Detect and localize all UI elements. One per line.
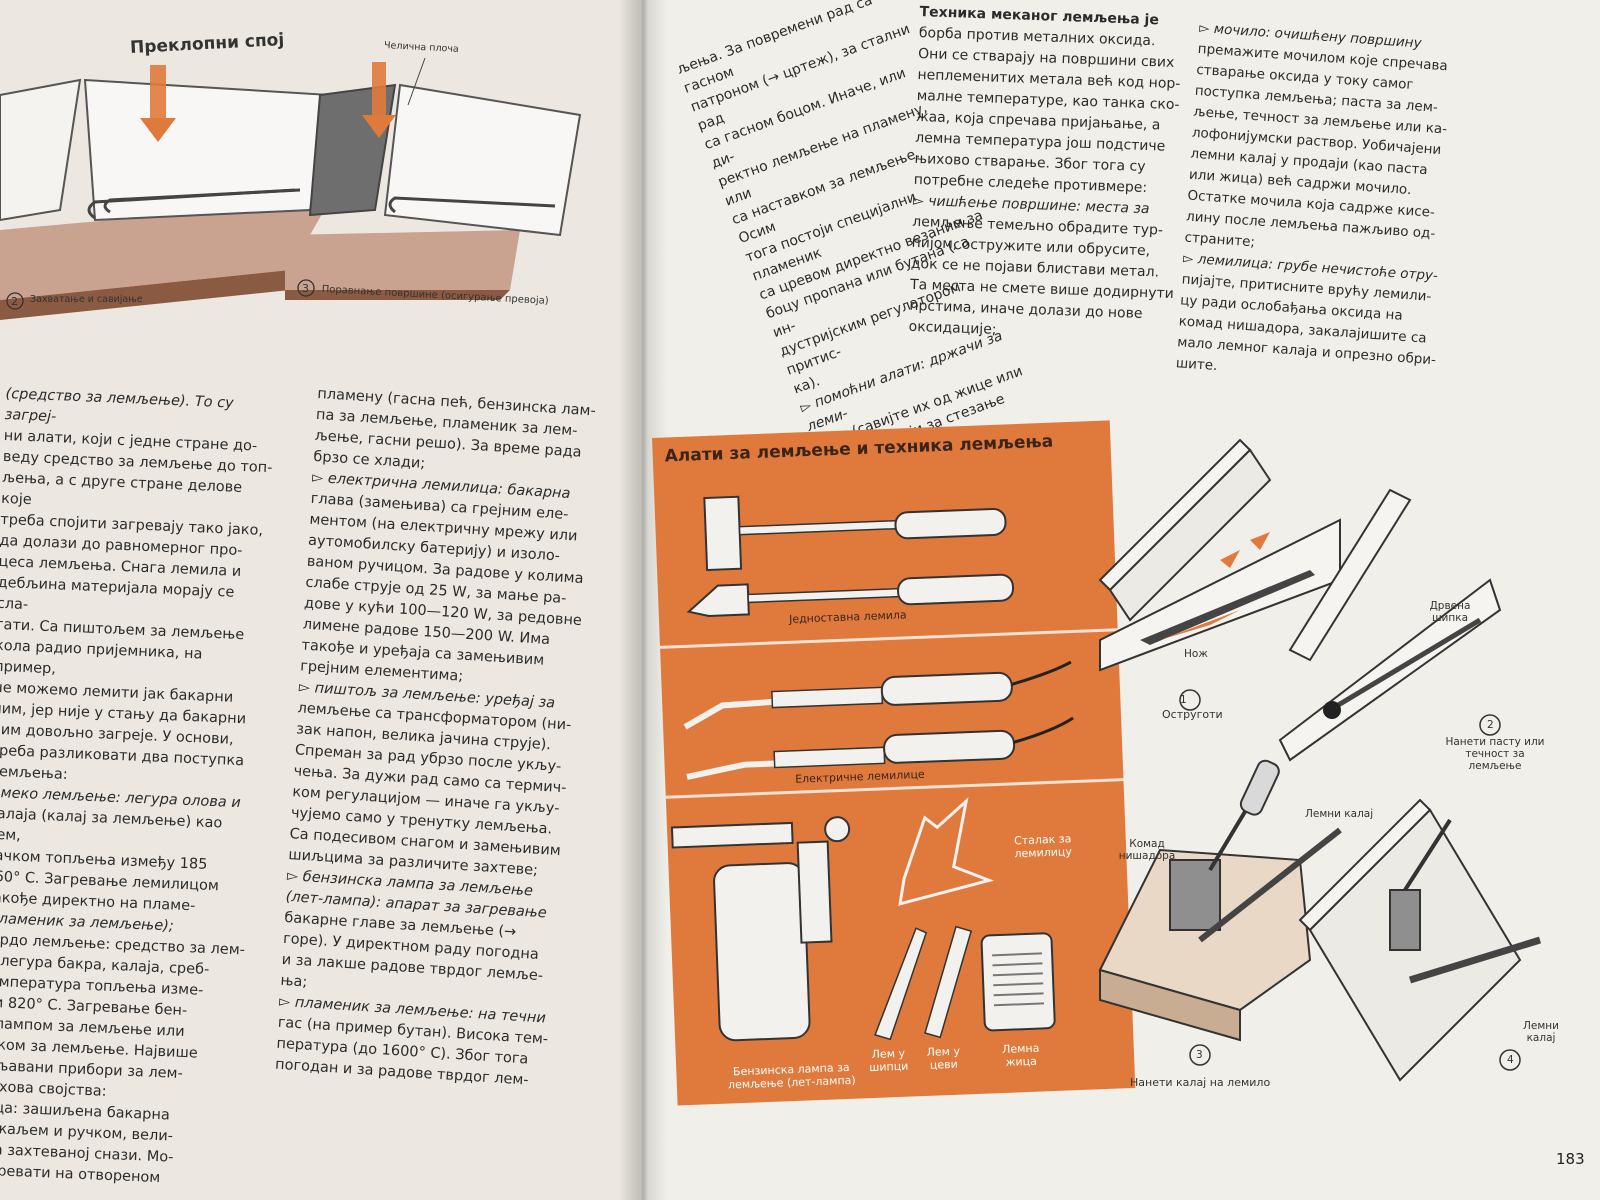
- page-number: 183: [1556, 1150, 1585, 1168]
- label-scrape: Оструготи: [1162, 708, 1223, 721]
- step-1-number: 1: [1180, 694, 1187, 706]
- label-solder-tube: Лем у цеви: [926, 1044, 961, 1072]
- label-knife: Нож: [1184, 648, 1208, 660]
- label-sal-ammoniac: Комад нишадора: [1118, 838, 1176, 862]
- label-wood-stick: Дрвена шипка: [1429, 600, 1471, 624]
- label-solder-tin: Лемни калај: [1305, 808, 1374, 820]
- caption-grip-bend: Захватање и савијање: [30, 294, 143, 305]
- label-stand: Сталак за лемилицу: [1013, 832, 1073, 861]
- svg-text:3: 3: [302, 282, 309, 295]
- right-column-2-body: борба против металних оксида.Они се ства…: [908, 23, 1199, 348]
- left-column-2: пламену (гасна пећ, бензинска лам-па за …: [274, 384, 607, 1094]
- label-solder-tin-2: Лемни калај: [1523, 1020, 1559, 1044]
- technique-illustration: [1098, 438, 1542, 1082]
- step-3-number: 3: [1196, 1049, 1203, 1061]
- left-column-1: (средство за лемљење). То су загреј-ни а…: [0, 384, 276, 1193]
- label-solder-rod: Лем у шипци: [869, 1046, 909, 1075]
- label-apply-paste: Нанети пасту или течност за лемљење: [1445, 736, 1545, 772]
- svg-text:2: 2: [11, 295, 18, 308]
- label-apply-tin: Нанети калај на лемило: [1130, 1076, 1271, 1089]
- label-solder-wire: Лемна жица: [1001, 1041, 1040, 1069]
- right-column-2: Техника меканог лемљења је борба против …: [908, 2, 1200, 348]
- left-page: 2 3 Преклопни спој Челична плоча Захвата…: [0, 0, 640, 1200]
- step-4-number: 4: [1507, 1054, 1514, 1066]
- tools-illustration: [670, 495, 1074, 1042]
- lap-joint-illustration: 2 3: [0, 57, 582, 320]
- tools-panel: Алати за лемљење и техника лемљења: [652, 420, 1136, 1106]
- step-2-number: 2: [1487, 719, 1494, 731]
